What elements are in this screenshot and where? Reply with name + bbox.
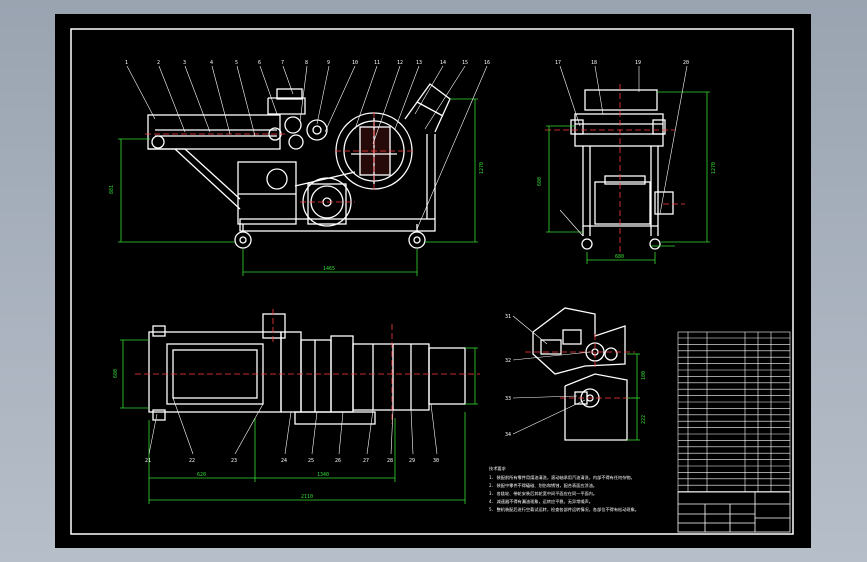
top-centerlines	[135, 309, 480, 424]
balloon: 29	[409, 458, 415, 464]
top-dim-total: 2110	[301, 494, 313, 500]
notes-line: 1. 装配前所有零件用煤油清洗，滚动轴承用汽油清洗，内部不得有任何杂物。	[489, 474, 635, 481]
balloon: 16	[484, 60, 490, 66]
balloon: 22	[189, 458, 195, 464]
front-view	[147, 83, 451, 249]
balloon: 9	[327, 60, 330, 66]
balloon: 7	[281, 60, 284, 66]
front-centerlines	[145, 112, 415, 203]
top-view	[148, 313, 466, 425]
balloon: 4	[210, 60, 213, 66]
detail-dim-h2: 222	[641, 415, 647, 424]
balloon: 31	[505, 314, 511, 320]
balloon: 26	[335, 458, 341, 464]
balloon: 5	[235, 60, 238, 66]
detail-centerlines	[525, 334, 635, 399]
detail-view	[532, 307, 628, 441]
top-leaders	[148, 397, 438, 455]
notes-line: 4. 减速器不得有漏油现象，运转应平稳，无异常噪声。	[489, 498, 593, 505]
front-balloon-labels: 1 2 3 4 5 6 7 8 9 10 11 12 13 14 15 16	[125, 60, 490, 66]
top-balloon-labels: 21 22 23 24 25 26 27 28 29 30	[145, 458, 439, 464]
drawing-sheet: 881 1270 1465	[55, 14, 811, 548]
drawing-canvas: 881 1270 1465	[70, 28, 794, 535]
drawing-border	[70, 28, 794, 535]
top-dim-height: 680	[113, 369, 119, 378]
balloon: 28	[387, 458, 393, 464]
side-dim-depth: 680	[537, 177, 543, 186]
balloon: 21	[145, 458, 151, 464]
side-balloon-labels: 17 18 19 20	[555, 60, 689, 66]
balloon: 17	[555, 60, 561, 66]
balloon: 19	[635, 60, 641, 66]
balloon: 18	[591, 60, 597, 66]
side-dim-width: 680	[615, 254, 624, 260]
side-dim-height: 1270	[711, 162, 717, 174]
front-leaders	[126, 65, 488, 230]
balloon: 3	[183, 60, 186, 66]
top-dim-mid: 1340	[317, 472, 329, 478]
side-dimensions	[546, 91, 710, 264]
balloon: 34	[505, 432, 511, 438]
front-dim-width: 1465	[323, 266, 335, 272]
balloon: 20	[683, 60, 689, 66]
notes-line: 3. 各链轮、带轮安装后其轮宽中间平面应在同一平面内。	[489, 490, 597, 497]
top-dim-left: 620	[197, 472, 206, 478]
balloon: 8	[305, 60, 308, 66]
top-dimensions	[120, 339, 478, 504]
balloon: 6	[258, 60, 261, 66]
balloon: 32	[505, 358, 511, 364]
balloon: 11	[374, 60, 380, 66]
front-dim-height-left: 881	[109, 185, 115, 194]
detail-leaders	[512, 315, 591, 435]
balloon: 15	[462, 60, 468, 66]
title-block	[677, 491, 791, 533]
side-centerlines	[545, 84, 685, 254]
balloon: 30	[433, 458, 439, 464]
notes-line: 5. 整机装配后进行空载试运转，检查各部件运转情况，各部位不得有松动现象。	[489, 506, 639, 513]
side-leaders	[559, 65, 688, 237]
balloon: 23	[231, 458, 237, 464]
balloon: 25	[308, 458, 314, 464]
technical-notes: 技术要求 1. 装配前所有零件用煤油清洗，滚动轴承用汽油清洗，内部不得有任何杂物…	[489, 465, 639, 513]
detail-dim-h1: 180	[641, 371, 647, 380]
notes-line: 2. 装配中零件不得磕碰、划伤和锈蚀，配合表面应涂油。	[489, 482, 597, 489]
notes-title: 技术要求	[489, 465, 507, 472]
detail-balloon-labels: 31 32 33 34	[505, 314, 511, 438]
balloon: 1	[125, 60, 128, 66]
balloon: 14	[440, 60, 446, 66]
balloon: 2	[157, 60, 160, 66]
front-dimensions	[118, 98, 478, 276]
balloon: 24	[281, 458, 287, 464]
balloon: 12	[397, 60, 403, 66]
side-view	[570, 89, 674, 250]
balloon: 13	[416, 60, 422, 66]
front-dim-height-right: 1270	[479, 162, 485, 174]
parts-list-table	[677, 331, 791, 493]
detail-dimensions	[627, 353, 640, 441]
balloon: 10	[352, 60, 358, 66]
balloon: 33	[505, 396, 511, 402]
balloon: 27	[363, 458, 369, 464]
